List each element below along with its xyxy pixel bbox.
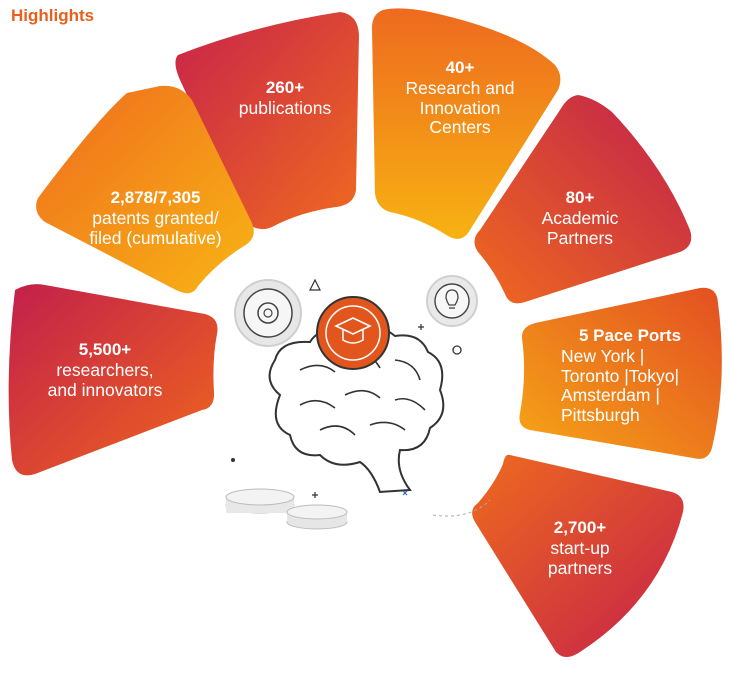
- lightbulb-icon: [426, 275, 478, 327]
- stat-publications: 260+ publications: [215, 78, 355, 119]
- page-title: Highlights: [11, 6, 95, 25]
- stat-patents-text: patents granted/ filed (cumulative): [89, 208, 222, 248]
- stat-paceports: 5 Pace Ports New York | Toronto |Tokyo| …: [555, 326, 705, 425]
- stat-academic: 80+ Academic Partners: [515, 188, 645, 248]
- stat-academic-value: 80+: [565, 188, 595, 207]
- stat-startups-value: 2,700+: [553, 518, 607, 537]
- stat-centers: 40+ Research and Innovation Centers: [385, 58, 535, 138]
- stat-publications-text: publications: [238, 98, 332, 119]
- coins-icon: [225, 488, 348, 530]
- gear-icon: [234, 279, 302, 347]
- stat-startups-text: start-up partners: [547, 538, 613, 578]
- segment-researchers: [8, 284, 218, 476]
- stat-centers-value: 40+: [445, 58, 475, 77]
- stat-academic-text: Academic Partners: [541, 208, 619, 248]
- segment-paceports: [519, 287, 722, 459]
- stat-paceports-value: 5 Pace Ports: [578, 326, 682, 345]
- center-illustration: [225, 275, 491, 530]
- segment-startups: [472, 454, 684, 657]
- segment-centers: [372, 8, 561, 239]
- segment-patents: [36, 85, 254, 294]
- stat-startups: 2,700+ start-up partners: [515, 518, 645, 578]
- stat-patents: 2,878/7,305 patents granted/ filed (cumu…: [63, 188, 248, 248]
- segment-academic: [474, 95, 692, 304]
- stat-centers-text: Research and Innovation Centers: [405, 78, 515, 138]
- stat-researchers-text: researchers, and innovators: [47, 360, 163, 400]
- stat-patents-value: 2,878/7,305: [110, 188, 201, 207]
- stat-publications-value: 260+: [265, 78, 305, 97]
- stat-paceports-text: New York | Toronto |Tokyo| Amsterdam | P…: [561, 346, 680, 425]
- segment-publications: [175, 12, 359, 230]
- stat-researchers-value: 5,500+: [78, 340, 132, 359]
- stat-researchers: 5,500+ researchers, and innovators: [20, 340, 190, 400]
- brain-icon: [268, 325, 445, 494]
- graduation-cap-icon: [316, 296, 390, 370]
